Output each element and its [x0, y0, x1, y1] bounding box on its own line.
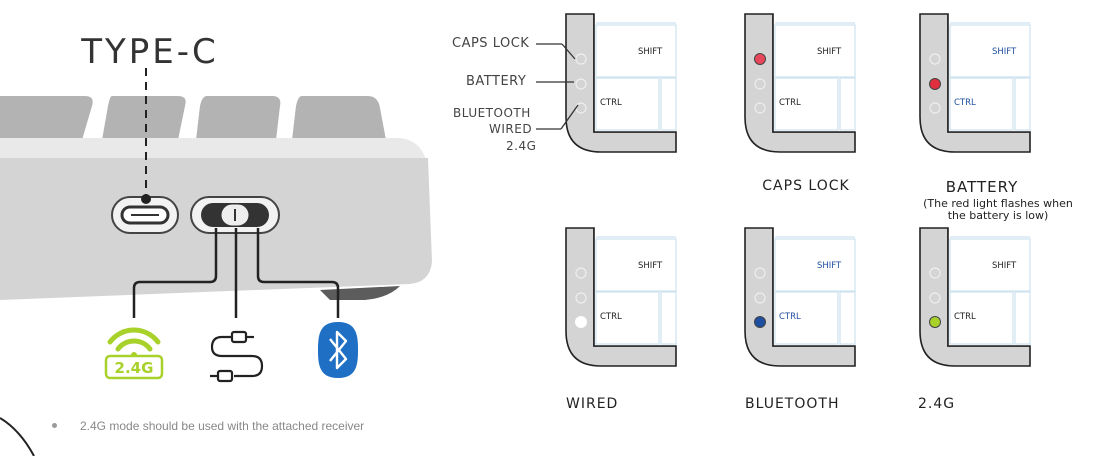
keyboard-foot	[320, 286, 400, 300]
shift-key	[774, 24, 856, 78]
shift-key-label: SHIFT	[638, 47, 663, 57]
keyboard-side-view	[0, 68, 432, 318]
legend-2-4g: 2.4G	[506, 139, 537, 153]
indicator-panel: SHIFT CTRL	[565, 13, 677, 153]
caption-battery: BATTERY	[945, 178, 1019, 196]
ctrl-key	[595, 77, 660, 131]
caption-caps-lock: CAPS LOCK	[762, 178, 850, 194]
ctrl-key-label: CTRL	[954, 98, 976, 108]
indicator-led	[929, 78, 941, 90]
keycap	[0, 96, 93, 140]
indicator-panel: SHIFT CTRL	[565, 227, 677, 367]
ctrl-key-label: CTRL	[954, 312, 976, 322]
ctrl-key-label: CTRL	[779, 98, 801, 108]
caption-bluetooth: BLUETOOTH	[745, 396, 840, 412]
indicator-led	[754, 267, 766, 279]
shift-key-label: SHIFT	[817, 47, 842, 57]
legend-battery: BATTERY	[466, 74, 527, 89]
indicator-led	[754, 53, 766, 65]
indicator-led	[575, 292, 587, 304]
shift-key-label: SHIFT	[817, 261, 842, 271]
keyboard-top-plate	[0, 138, 426, 160]
ctrl-key-label: CTRL	[779, 312, 801, 322]
indicator-panel: SHIFT CTRL	[919, 13, 1031, 153]
shift-key	[949, 24, 1031, 78]
ctrl-key	[949, 291, 1014, 345]
shift-key-label: SHIFT	[638, 261, 663, 271]
indicator-led	[754, 78, 766, 90]
battery-note: (The red light flashes when the battery …	[923, 197, 1073, 222]
indicator-led	[754, 316, 766, 328]
ctrl-key	[595, 291, 660, 345]
indicator-led	[575, 267, 587, 279]
legend-caps-lock: CAPS LOCK	[452, 36, 530, 51]
shift-key	[595, 238, 677, 292]
keycap	[102, 96, 186, 140]
indicator-led	[575, 316, 587, 328]
legend-leaders	[536, 43, 579, 130]
key-area	[773, 228, 855, 346]
key-area	[773, 14, 855, 132]
ctrl-key	[774, 77, 839, 131]
shift-key	[774, 238, 856, 292]
key-area	[948, 228, 1030, 346]
wireless-badge-label: 2.4G	[115, 359, 154, 377]
indicator-led	[575, 78, 587, 90]
ctrl-key	[949, 77, 1014, 131]
legend-wired: WIRED	[489, 122, 533, 136]
wifi-icon: 2.4G	[104, 327, 164, 380]
key-area	[594, 14, 676, 132]
ctrl-key	[774, 291, 839, 345]
shift-key	[595, 24, 677, 78]
key-area	[948, 14, 1030, 132]
indicator-led	[575, 102, 587, 114]
indicator-panel: SHIFT CTRL	[919, 227, 1031, 367]
legend-bluetooth: BLUETOOTH	[453, 106, 531, 120]
ctrl-key-label: CTRL	[600, 312, 622, 322]
keycap	[196, 96, 281, 140]
indicator-led	[929, 292, 941, 304]
cable-icon	[210, 330, 264, 383]
type-c-label: TYPE-C	[80, 32, 219, 72]
footnote: 2.4G mode should be used with the attach…	[80, 419, 365, 433]
keycap	[292, 96, 386, 140]
indicator-led	[929, 267, 941, 279]
indicator-led	[754, 292, 766, 304]
indicator-panels: SHIFTCTRLSHIFTCTRLSHIFTCTRLSHIFTCTRLSHIF…	[565, 13, 1031, 367]
indicator-panel: SHIFT CTRL	[744, 227, 856, 367]
shift-key-label: SHIFT	[992, 261, 1017, 271]
caption-2-4g: 2.4G	[918, 396, 956, 412]
indicator-led	[754, 102, 766, 114]
indicator-led	[929, 316, 941, 328]
indicator-led	[929, 102, 941, 114]
footnote-bullet	[52, 423, 57, 428]
shift-key	[949, 238, 1031, 292]
indicator-led	[575, 53, 587, 65]
ctrl-key-label: CTRL	[600, 98, 622, 108]
caption-wired: WIRED	[566, 396, 619, 412]
key-area	[594, 228, 676, 346]
shift-key-label: SHIFT	[992, 47, 1017, 57]
indicator-panel: SHIFT CTRL	[744, 13, 856, 153]
decorative-arc	[0, 417, 35, 456]
bluetooth-icon	[318, 322, 358, 378]
indicator-led	[929, 53, 941, 65]
